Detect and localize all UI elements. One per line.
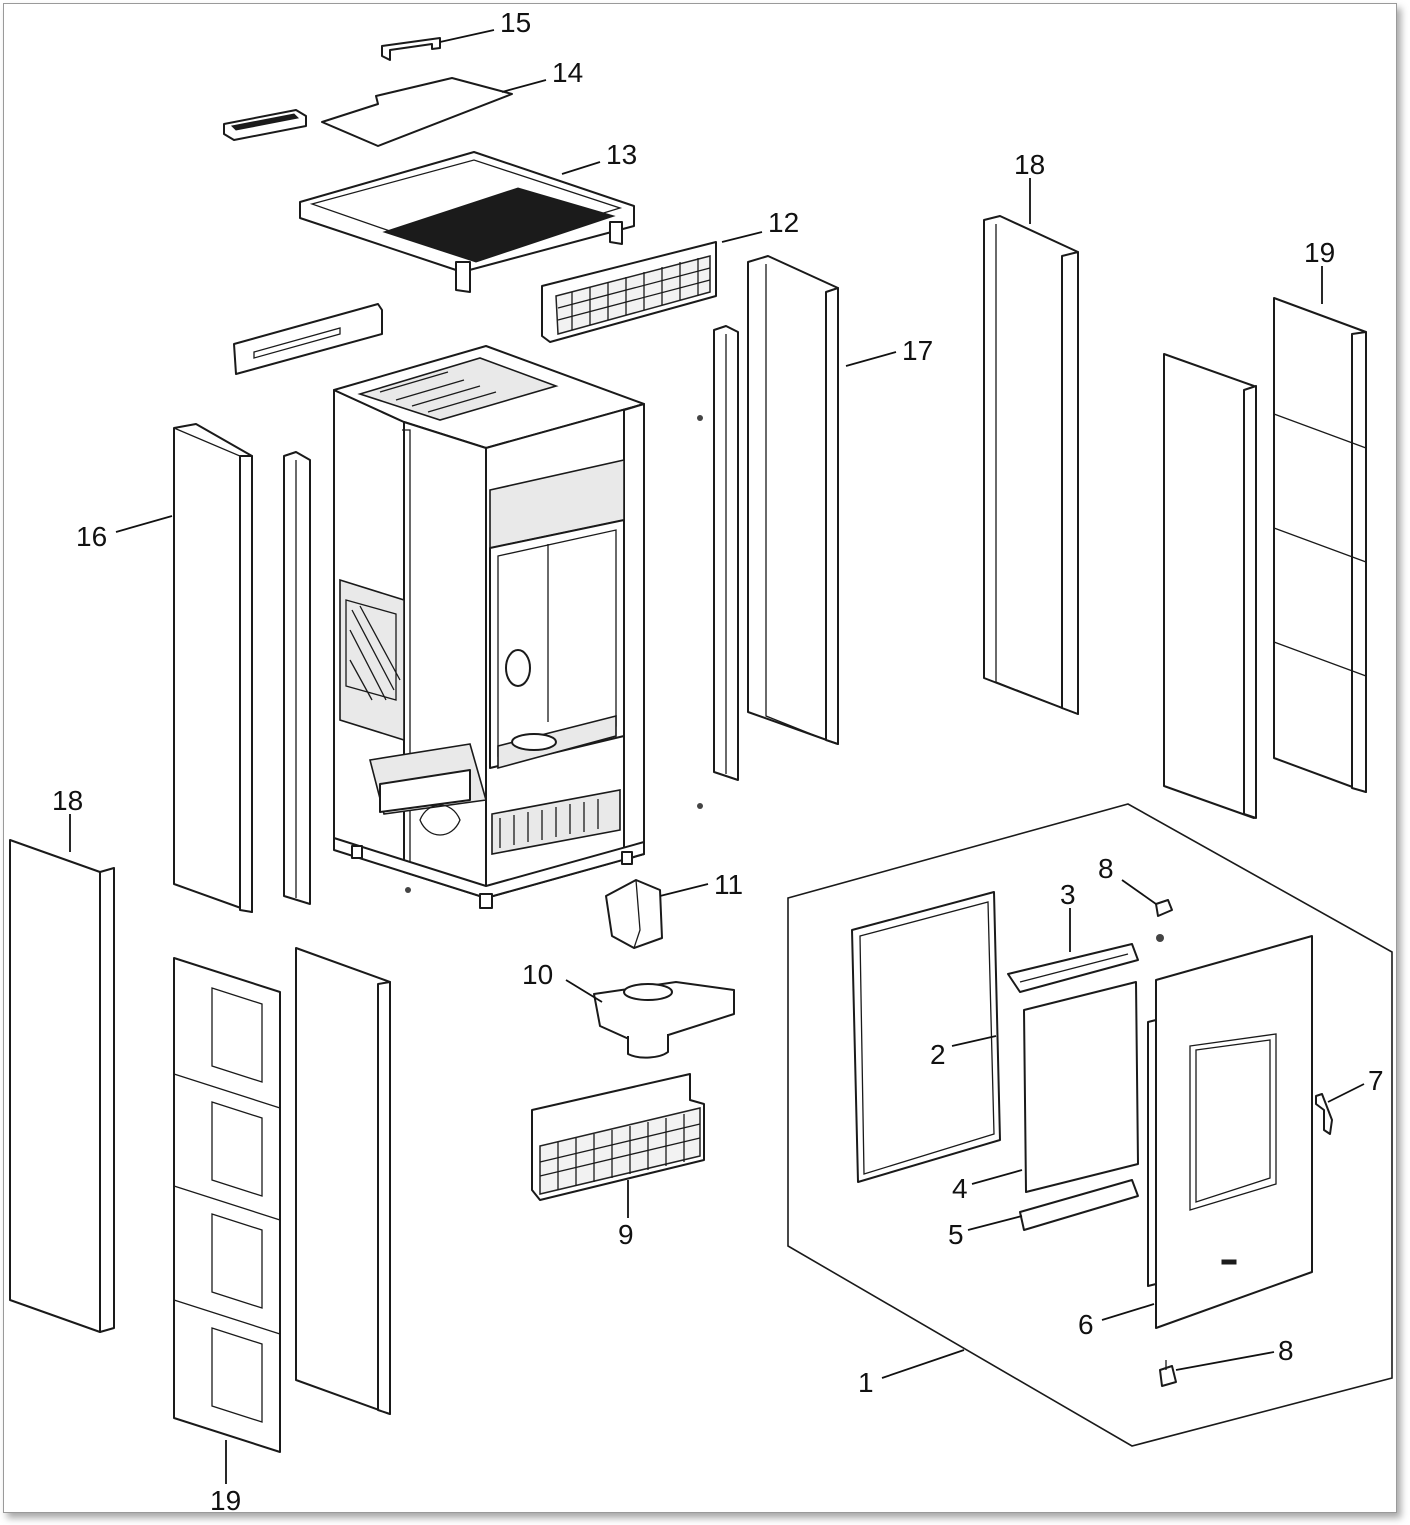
- callout-4: 4: [952, 1173, 968, 1204]
- part-4-inner-glass: [1023, 981, 1139, 1193]
- callout-1: 1: [858, 1367, 874, 1398]
- callout-18-top: 18: [1014, 149, 1045, 180]
- part-14-top-plate: [321, 77, 513, 147]
- part-13-top-frame: [299, 151, 635, 293]
- part-8-upper-hinge: [1155, 899, 1173, 942]
- callout-8-bottom: 8: [1278, 1335, 1294, 1366]
- callout-17: 17: [902, 335, 933, 366]
- part-12-upper-grille: [541, 241, 717, 343]
- part-1-door-assembly-outline: [787, 803, 1393, 1447]
- top-connector-block: [223, 109, 307, 141]
- front-plain-panel: [295, 947, 391, 1415]
- callout-13: 13: [606, 139, 637, 170]
- right-plain-panel: [1163, 353, 1257, 819]
- callout-5: 5: [948, 1219, 964, 1250]
- callout-15: 15: [500, 7, 531, 38]
- part-17-inner-side-panel: [747, 255, 839, 745]
- callout-labels: 15 14 13 12 17 18 19 16 18 11 10 9 19 8 …: [52, 7, 1384, 1516]
- callout-14: 14: [552, 57, 583, 88]
- part-9-lower-grille: [531, 1073, 705, 1201]
- part-8-lower-hinge: [1159, 1360, 1177, 1387]
- callout-10: 10: [522, 959, 553, 990]
- callout-8-top: 8: [1098, 853, 1114, 884]
- callout-11: 11: [714, 869, 743, 900]
- callout-19-bottom: 19: [210, 1485, 241, 1516]
- callout-19-top: 19: [1304, 237, 1335, 268]
- part-18-right-side-panel: [983, 215, 1079, 715]
- part-7-door-handle: [1315, 1093, 1333, 1135]
- part-18-left-corner-panel: [9, 839, 115, 1333]
- part-19-right-tiled-panel: [1273, 297, 1367, 793]
- part-6-door-front: [1147, 935, 1313, 1329]
- callout-3: 3: [1060, 879, 1076, 910]
- left-side-rail: [283, 451, 311, 905]
- part-19-left-grille-panel: [173, 957, 281, 1453]
- part-16-side-panel: [173, 423, 253, 913]
- callout-18-bottom: 18: [52, 785, 83, 816]
- leader-lines: [69, 29, 1365, 1484]
- part-10-intake-box: [593, 981, 735, 1059]
- front-top-bracket: [233, 303, 383, 375]
- right-side-rail: [713, 325, 739, 781]
- callout-9: 9: [618, 1219, 634, 1250]
- callout-16: 16: [76, 521, 107, 552]
- part-5-bottom-rail: [1019, 1179, 1139, 1231]
- part-2-door-glass: [851, 891, 1001, 1183]
- part-15-top-handle: [381, 37, 441, 61]
- callout-12: 12: [768, 207, 799, 238]
- callout-2: 2: [930, 1039, 946, 1070]
- part-3-top-rail: [1007, 943, 1139, 993]
- part-11-bracket: [605, 879, 663, 949]
- main-stove-body: [333, 345, 703, 909]
- callout-7: 7: [1368, 1065, 1384, 1096]
- callout-6: 6: [1078, 1309, 1094, 1340]
